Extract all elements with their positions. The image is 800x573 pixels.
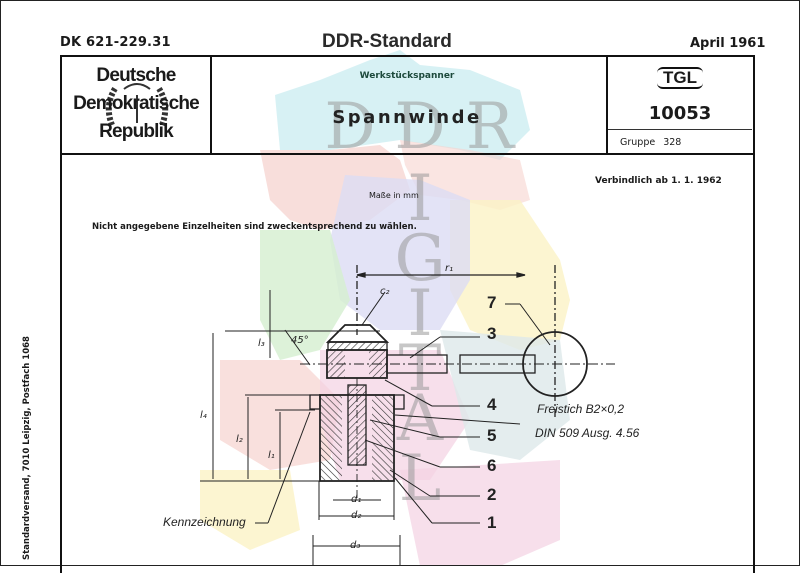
tgl-cell: TGL 10053 Gruppe 328 — [606, 57, 752, 153]
gruppe-field: Gruppe 328 — [620, 137, 681, 148]
callout-3: 3 — [487, 324, 497, 343]
dim-c2: c₂ — [380, 286, 390, 297]
dim-l2: l₂ — [236, 434, 243, 445]
category-label: Werkstückspanner — [359, 71, 455, 81]
svg-text:I: I — [407, 277, 432, 351]
undercut-note-line2: DIN 509 Ausg. 4.56 — [535, 426, 640, 440]
svg-text:A: A — [396, 382, 444, 456]
gruppe-value: 328 — [663, 137, 682, 148]
callout-5: 5 — [487, 426, 497, 445]
svg-text:G: G — [394, 222, 445, 296]
dim-l3: l₃ — [258, 338, 265, 349]
units-note: Maße in mm — [369, 191, 419, 200]
dim-l4: l₄ — [200, 410, 207, 421]
standard-title: DDR-Standard — [322, 31, 452, 52]
tgl-number: 10053 — [648, 103, 712, 124]
dim-d1: d₁ — [351, 494, 362, 505]
dim-d3: d₃ — [350, 540, 361, 551]
svg-text:R: R — [466, 90, 516, 164]
drawing-area — [60, 153, 755, 573]
title-cell: Werkstückspanner Spannwinde — [212, 57, 602, 153]
issuer-line-2: Demokratische — [73, 93, 200, 114]
region-south — [400, 460, 560, 566]
callout-4: 4 — [487, 395, 497, 414]
svg-text:T: T — [399, 332, 442, 406]
issuer-line-1: Deutsche — [96, 65, 176, 86]
callout-7: 7 — [487, 293, 497, 312]
callout-1: 1 — [487, 513, 497, 532]
document-title: Spannwinde — [332, 107, 482, 128]
tgl-label: TGL — [657, 67, 703, 89]
issuer-cell: Deutsche Demokratische Republik — [62, 57, 212, 153]
dim-angle: 45° — [291, 335, 309, 346]
callout-2: 2 — [487, 485, 497, 504]
region-far-southwest — [200, 470, 300, 550]
undercut-note-line1: Freistich B2×0,2 — [537, 402, 625, 416]
tgl-logo: TGL — [608, 67, 752, 89]
dim-d2: d₂ — [351, 510, 362, 521]
svg-text:I: I — [407, 162, 432, 236]
region-west — [260, 230, 350, 360]
svg-text:D: D — [324, 90, 375, 164]
dim-r1: r₁ — [445, 263, 454, 274]
title-block: Deutsche Demokratische Republik Werkstüc… — [60, 55, 755, 155]
region-center — [330, 175, 470, 330]
tgl-divider — [608, 129, 752, 130]
dim-l1: l₁ — [268, 450, 275, 461]
marking-label: Kennzeichnung — [163, 515, 246, 529]
issue-date: April 1961 — [690, 36, 766, 51]
issuer-line-3: Republik — [99, 121, 174, 142]
valid-from: Verbindlich ab 1. 1. 1962 — [595, 176, 722, 186]
region-north — [275, 50, 530, 160]
gruppe-label: Gruppe — [620, 137, 656, 148]
state-emblem-icon — [105, 83, 169, 127]
svg-text:D: D — [394, 90, 445, 164]
region-southeast — [440, 330, 570, 460]
general-note: Nicht angegebene Einzelheiten sind zweck… — [92, 222, 417, 232]
callout-6: 6 — [487, 456, 497, 475]
dk-classification: DK 621-229.31 — [60, 35, 171, 50]
